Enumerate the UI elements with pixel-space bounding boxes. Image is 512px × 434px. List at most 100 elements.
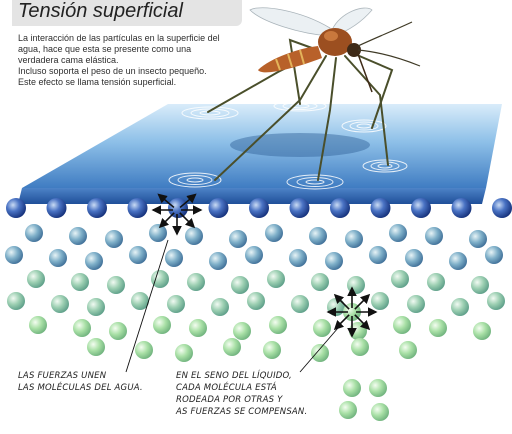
bulk-molecule bbox=[487, 292, 505, 310]
force-arrow bbox=[179, 212, 196, 229]
intro-line: verdadera cama elástica. bbox=[18, 55, 119, 65]
bulk-molecule bbox=[73, 319, 91, 337]
bulk-molecule bbox=[131, 292, 149, 310]
force-arrows bbox=[151, 193, 378, 338]
force-arrow bbox=[157, 193, 175, 209]
bulk-molecule bbox=[393, 316, 411, 334]
bulk-molecule bbox=[231, 276, 249, 294]
bulk-molecule bbox=[313, 319, 331, 337]
force-arrow bbox=[179, 193, 197, 209]
bulk-molecule bbox=[109, 322, 127, 340]
bulk-molecule bbox=[347, 276, 365, 294]
leader-line-left bbox=[125, 239, 169, 373]
bulk-molecule bbox=[351, 338, 369, 356]
bulk-molecule bbox=[71, 273, 89, 291]
bulk-molecule bbox=[211, 298, 229, 316]
force-arrow bbox=[354, 314, 371, 331]
bulk-molecule bbox=[107, 276, 125, 294]
surface-molecule bbox=[46, 198, 67, 218]
bulk-molecule bbox=[87, 338, 105, 356]
bulk-molecule bbox=[291, 295, 309, 313]
intro-line: Incluso soporta el peso de un insecto pe… bbox=[18, 66, 207, 76]
force-arrow bbox=[354, 293, 371, 310]
bulk-molecule bbox=[325, 252, 343, 270]
bulk-molecule bbox=[233, 322, 251, 340]
bulk-molecule bbox=[87, 298, 105, 316]
force-arrow bbox=[333, 293, 350, 310]
bulk-molecule bbox=[289, 249, 307, 267]
bulk-molecule bbox=[209, 252, 227, 270]
bulk-molecule bbox=[343, 379, 361, 397]
surface-molecule bbox=[492, 198, 512, 218]
caption-line: LAS FUERZAS UNEN bbox=[18, 371, 107, 381]
force-arrow bbox=[333, 314, 350, 331]
bulk-molecule bbox=[263, 341, 281, 359]
caption-bulk-forces: EN EL SENO DEL LÍQUIDO, CADA MOLÉCULA ES… bbox=[176, 370, 307, 418]
bulk-molecule bbox=[407, 295, 425, 313]
surface-molecule bbox=[370, 198, 391, 218]
bulk-molecule bbox=[5, 246, 23, 264]
bulk-molecule bbox=[153, 316, 171, 334]
bulk-molecule bbox=[311, 344, 329, 362]
bulk-molecule bbox=[187, 273, 205, 291]
bulk-molecule bbox=[429, 319, 447, 337]
caption-line: EN EL SENO DEL LÍQUIDO, bbox=[176, 371, 292, 381]
surface-molecule bbox=[87, 198, 107, 218]
bulk-molecule bbox=[27, 270, 45, 288]
bulk-molecule bbox=[223, 338, 241, 356]
bulk-molecule bbox=[165, 249, 183, 267]
surface-molecule bbox=[289, 198, 310, 218]
bulk-molecule bbox=[311, 273, 329, 291]
surface-molecule bbox=[249, 198, 269, 218]
surface-molecule bbox=[411, 198, 431, 218]
surface-molecule bbox=[330, 198, 350, 218]
bulk-molecule bbox=[451, 298, 469, 316]
bulk-molecule bbox=[471, 276, 489, 294]
bulk-molecule bbox=[7, 292, 25, 310]
intro-line: La interacción de las partículas en la s… bbox=[18, 33, 220, 43]
bulk-molecule bbox=[247, 292, 265, 310]
bulk-molecule bbox=[425, 227, 443, 245]
mosquito-shadow bbox=[230, 133, 370, 157]
bulk-molecule bbox=[369, 379, 387, 397]
bulk-molecule bbox=[167, 295, 185, 313]
caption-line: RODEADA POR OTRAS Y bbox=[176, 395, 283, 405]
bulk-molecule bbox=[85, 252, 103, 270]
bulk-molecule bbox=[265, 224, 283, 242]
bulk-molecule bbox=[371, 292, 389, 310]
bulk-molecule bbox=[269, 316, 287, 334]
bulk-molecule bbox=[175, 344, 193, 362]
bulk-molecule bbox=[29, 316, 47, 334]
bulk-molecule bbox=[69, 227, 87, 245]
bulk-molecule bbox=[229, 230, 247, 248]
bulk-molecule bbox=[371, 403, 389, 421]
title-banner: Tensión superficial bbox=[12, 0, 242, 26]
intro-line: agua, hace que esta se presente como una bbox=[18, 44, 192, 54]
bulk-molecule bbox=[345, 230, 363, 248]
surface-molecule bbox=[127, 198, 148, 218]
bulk-molecule bbox=[245, 246, 263, 264]
bulk-molecule bbox=[309, 227, 327, 245]
bulk-molecule bbox=[485, 246, 503, 264]
intro-line: Este efecto se llama tensión superficial… bbox=[18, 77, 177, 87]
bulk-molecule bbox=[327, 298, 345, 316]
bulk-molecule bbox=[25, 224, 43, 242]
surface-molecule bbox=[451, 198, 472, 218]
bulk-molecule bbox=[369, 246, 387, 264]
leader-line-right bbox=[299, 327, 339, 373]
bulk-molecule bbox=[51, 295, 69, 313]
bulk-molecule bbox=[427, 273, 445, 291]
intro-text: La interacción de las partículas en la s… bbox=[18, 33, 268, 88]
bulk-molecule bbox=[449, 252, 467, 270]
bulk-molecule bbox=[189, 319, 207, 337]
mosquito bbox=[207, 7, 421, 181]
bulk-molecule bbox=[399, 341, 417, 359]
bulk-molecule bbox=[105, 230, 123, 248]
caption-line: CADA MOLÉCULA ESTÁ bbox=[176, 383, 277, 393]
page-title: Tensión superficial bbox=[18, 0, 183, 22]
surface-molecule bbox=[6, 198, 26, 218]
bulk-molecule bbox=[49, 249, 67, 267]
bulk-molecule bbox=[129, 246, 147, 264]
caption-surface-forces: LAS FUERZAS UNEN LAS MOLÉCULAS DEL AGUA. bbox=[18, 370, 143, 394]
